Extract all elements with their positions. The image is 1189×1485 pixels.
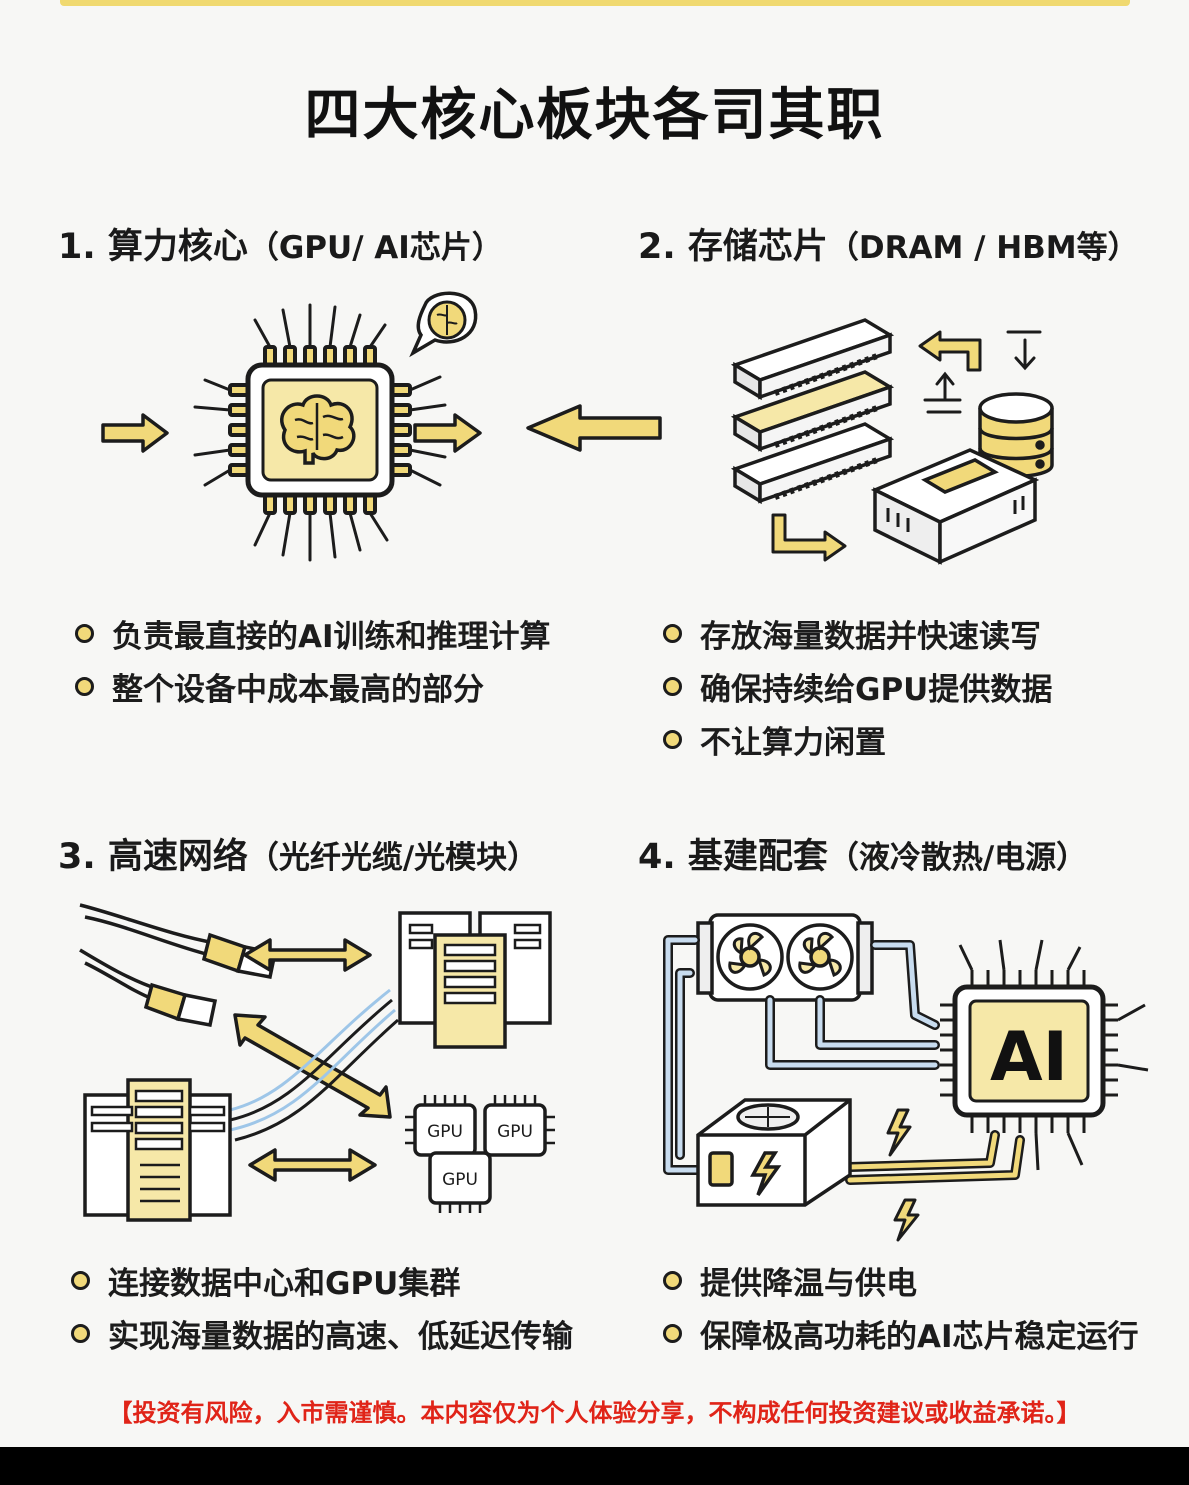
- bullet-dot: [75, 677, 94, 696]
- bullet-dot: [663, 730, 682, 749]
- section-memory-chips: 2. 存储芯片（DRAM / HBM等）: [638, 218, 1189, 269]
- list-item: 存放海量数据并快速读写: [663, 607, 1052, 660]
- bottom-black-bar: [0, 1447, 1189, 1485]
- section-name: 高速网络: [107, 837, 248, 877]
- network-illustration: GPU GPU GPU: [79, 903, 555, 1222]
- section-title: 2. 存储芯片（DRAM / HBM等）: [638, 218, 1189, 269]
- section-name: 存储芯片: [687, 227, 828, 267]
- section-subtitle: （GPU/ AI芯片）: [247, 230, 503, 266]
- section-number: 4.: [638, 837, 676, 877]
- section-subtitle: （光纤光缆/光模块）: [247, 840, 539, 876]
- top-decoration-strip: [60, 0, 1130, 6]
- bullet-dot: [71, 1271, 90, 1290]
- section-1-bullets: 负责最直接的AI训练和推理计算 整个设备中成本最高的部分: [75, 607, 551, 713]
- list-item: 整个设备中成本最高的部分: [75, 660, 551, 713]
- section-subtitle: （液冷散热/电源）: [827, 840, 1088, 876]
- section-name: 算力核心: [107, 227, 248, 267]
- bullet-dot: [75, 624, 94, 643]
- memory-storage-illustration: [526, 318, 1054, 565]
- page-title: 四大核心板块各司其职: [304, 83, 885, 148]
- section-compute-core: 1. 算力核心（GPU/ AI芯片）: [58, 218, 618, 269]
- section-3-bullets: 连接数据中心和GPU集群 实现海量数据的高速、低延迟传输: [71, 1254, 573, 1360]
- section-name: 基建配套: [687, 837, 828, 877]
- bullet-dot: [663, 1271, 682, 1290]
- bullet-dot: [663, 1324, 682, 1343]
- gpu-label: GPU: [497, 1122, 533, 1142]
- list-item: 实现海量数据的高速、低延迟传输: [71, 1307, 573, 1360]
- list-item: 确保持续给GPU提供数据: [663, 660, 1052, 713]
- section-high-speed-network: 3. 高速网络（光纤光缆/光模块）: [58, 828, 618, 879]
- cooling-power-illustration: AI: [663, 913, 1149, 1242]
- gpu-label: GPU: [427, 1122, 463, 1142]
- section-title: 4. 基建配套（液冷散热/电源）: [638, 828, 1189, 879]
- list-item: 保障极高功耗的AI芯片稳定运行: [663, 1307, 1139, 1360]
- bullet-dot: [663, 624, 682, 643]
- section-subtitle: （DRAM / HBM等）: [827, 230, 1139, 266]
- section-title: 1. 算力核心（GPU/ AI芯片）: [58, 218, 618, 269]
- section-infrastructure: 4. 基建配套（液冷散热/电源）: [638, 828, 1189, 879]
- bullet-dot: [71, 1324, 90, 1343]
- ai-chip-label: AI: [990, 1018, 1068, 1097]
- section-number: 1.: [58, 227, 96, 267]
- section-title: 3. 高速网络（光纤光缆/光模块）: [58, 828, 618, 879]
- section-number: 2.: [638, 227, 676, 267]
- risk-disclaimer: 【投资有风险，入市需谨慎。本内容仅为个人体验分享，不构成任何投资建议或收益承诺。…: [108, 1399, 1081, 1427]
- list-item: 连接数据中心和GPU集群: [71, 1254, 573, 1307]
- section-2-bullets: 存放海量数据并快速读写 确保持续给GPU提供数据 不让算力闲置: [663, 607, 1052, 766]
- brain-bubble-icon: [409, 291, 478, 358]
- section-number: 3.: [58, 837, 96, 877]
- bullet-dot: [663, 677, 682, 696]
- gpu-label: GPU: [442, 1170, 478, 1190]
- list-item: 不让算力闲置: [663, 713, 1052, 766]
- ai-chip-illustration: [101, 291, 482, 562]
- section-4-bullets: 提供降温与供电 保障极高功耗的AI芯片稳定运行: [663, 1254, 1139, 1360]
- list-item: 提供降温与供电: [663, 1254, 1139, 1307]
- list-item: 负责最直接的AI训练和推理计算: [75, 607, 551, 660]
